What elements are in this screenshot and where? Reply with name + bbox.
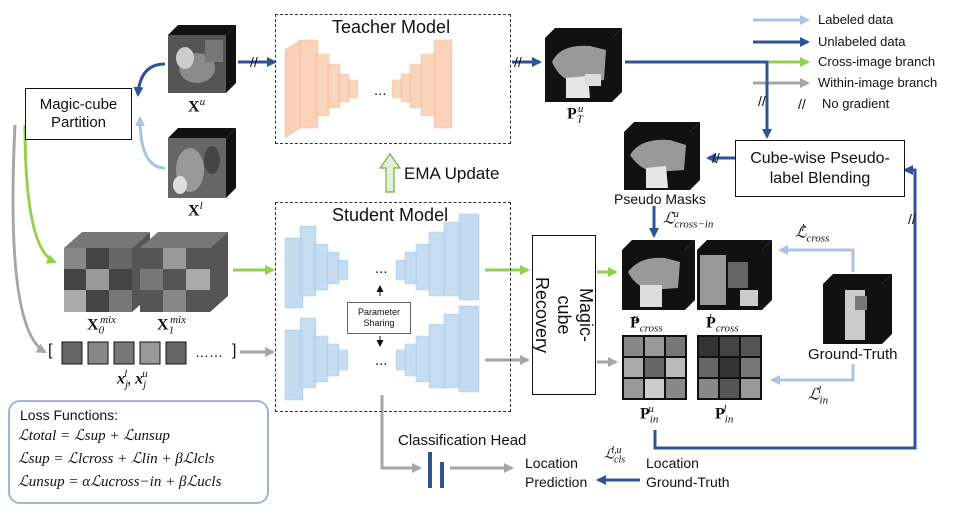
loss-cls-label: ℒclsl,u xyxy=(604,445,626,466)
parameter-sharing-label: Parameter Sharing xyxy=(357,307,401,328)
legend-no-grad-symbol: // xyxy=(798,96,806,112)
xu-label: Xu xyxy=(188,96,206,116)
pt-prediction-cube xyxy=(545,28,622,102)
pseudo-masks-cube xyxy=(624,122,700,190)
legend-labeled: Labeled data xyxy=(818,12,894,27)
patch-strip xyxy=(61,341,187,365)
xu-image-cube xyxy=(168,25,236,93)
student-model-title: Student Model xyxy=(332,205,449,225)
patches-open-bracket: [ xyxy=(48,342,53,359)
svg-text://: // xyxy=(514,54,522,70)
classification-head-label: Classification Head xyxy=(398,432,527,449)
pseudo-masks-label: Pseudo Masks xyxy=(614,191,706,207)
teacher-dots: ... xyxy=(374,82,387,99)
svg-text://: // xyxy=(712,150,720,166)
student-network-bottom xyxy=(284,305,480,401)
p-in-u-label: Pinu xyxy=(640,403,659,426)
location-prediction-line2: Prediction xyxy=(525,474,588,490)
xl-image-cube xyxy=(168,128,236,198)
magic-cube-partition-label: Magic-cube Partition xyxy=(39,96,118,131)
p-cross-l-label: Pcrossl xyxy=(706,312,739,335)
no-grad-mark: // xyxy=(250,54,258,70)
loss-total-equation: ℒtotal = ℒsup + ℒunsup xyxy=(18,428,170,444)
x0-mix-label: X0mix xyxy=(87,314,116,337)
teacher-model-frame xyxy=(275,14,511,144)
legend-no-gradient: No gradient xyxy=(822,96,890,111)
teacher-network xyxy=(284,39,453,139)
p-cross-u-label: Pcrossu xyxy=(630,312,663,335)
loss-in-l-label: ℒinl xyxy=(808,384,829,407)
ground-truth-label: Ground-Truth xyxy=(808,346,898,363)
legend-cross-image: Cross-image branch xyxy=(818,54,936,69)
x1-mix-cube xyxy=(140,232,228,312)
loss-functions-box: Loss Functions: ℒtotal = ℒsup + ℒunsup ℒ… xyxy=(8,400,269,504)
patches-close-bracket: ] xyxy=(232,342,237,359)
parameter-sharing-box: Parameter Sharing xyxy=(347,302,411,334)
p-in-l-grid xyxy=(697,335,762,400)
p-in-l-label: Pinl xyxy=(715,403,734,426)
pt-label: PTu xyxy=(567,103,584,126)
magic-cube-partition-box: Magic-cube Partition xyxy=(25,88,132,140)
location-gt-line1: Location xyxy=(646,455,699,471)
teacher-model-title: Teacher Model xyxy=(332,17,451,37)
legend-arrows xyxy=(753,15,810,88)
ema-update-label: EMA Update xyxy=(404,164,500,183)
student-bottom-dots: ... xyxy=(375,352,388,369)
svg-text://: // xyxy=(758,93,766,109)
student-network-top xyxy=(284,213,480,309)
loss-cross-in-label: ℒcross−inu xyxy=(663,208,714,231)
location-prediction-line1: Location xyxy=(525,455,578,471)
loss-functions-title: Loss Functions: xyxy=(20,407,119,423)
ground-truth-cube xyxy=(823,274,892,344)
legend-within-image: Within-image branch xyxy=(818,75,938,90)
magic-cube-recovery-label: Magic-cube Recovery xyxy=(532,276,596,354)
xj-label: xjl, xju xyxy=(117,368,148,391)
cls-head-bar-1 xyxy=(428,452,432,488)
loss-sup-equation: ℒsup = ℒlcross + ℒlin + βℒlcls xyxy=(18,451,215,467)
loss-unsup-equation: ℒunsup = αℒucross−in + βℒucls xyxy=(18,474,222,490)
x1-mix-label: X1mix xyxy=(157,314,186,337)
ema-arrow xyxy=(378,152,402,193)
location-gt-line2: Ground-Truth xyxy=(646,474,730,490)
loss-cross-l-label: ℒcrossl xyxy=(795,222,830,245)
legend-unlabeled: Unlabeled data xyxy=(818,34,906,49)
cls-head-bar-2 xyxy=(440,462,444,488)
svg-text://: // xyxy=(908,211,916,227)
cube-wise-blending-box: Cube-wise Pseudo-label Blending xyxy=(735,140,905,197)
p-in-u-grid xyxy=(622,335,687,400)
xl-label: Xl xyxy=(188,200,203,220)
cube-wise-blending-label: Cube-wise Pseudo-label Blending xyxy=(750,149,890,187)
p-cross-u-cube xyxy=(622,240,695,310)
student-top-dots: ... xyxy=(375,260,388,277)
x0-mix-cube xyxy=(64,232,150,312)
magic-cube-recovery-box: Magic-cube Recovery xyxy=(532,235,596,395)
p-cross-l-cube xyxy=(697,240,772,310)
patches-dots: …… xyxy=(195,344,223,360)
student-model-frame xyxy=(275,202,511,412)
